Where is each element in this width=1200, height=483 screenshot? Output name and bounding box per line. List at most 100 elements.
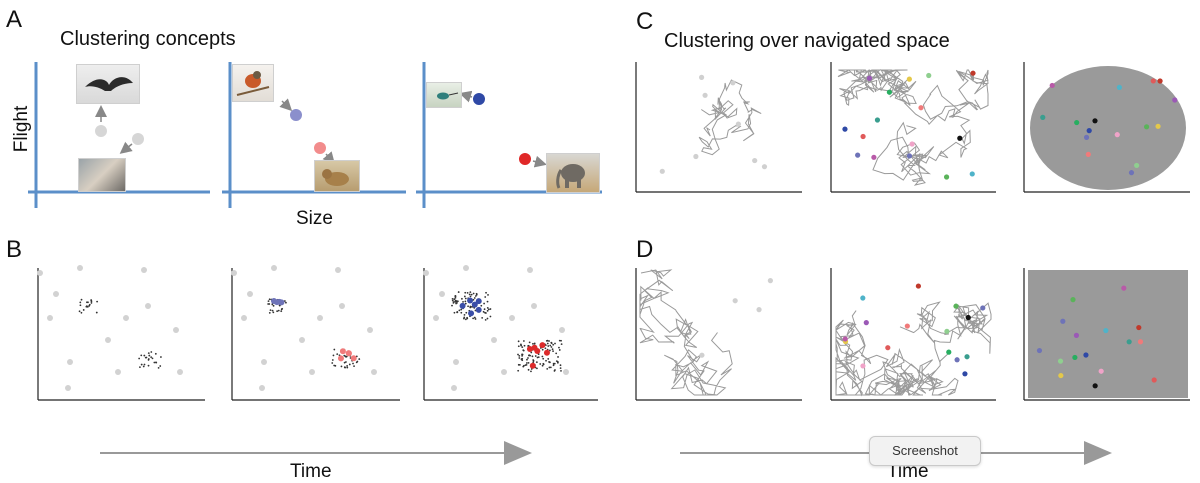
background-dot [261,359,267,365]
sample-dot [560,339,562,342]
background-dot [77,265,83,271]
sample-dot [139,366,141,369]
concept-dot [1116,84,1122,91]
sample-dot [159,365,162,367]
concept-dot [1098,368,1104,374]
concept-dot [1143,124,1150,130]
sample-dot [547,345,550,347]
sample-dot [331,362,334,364]
sample-dot [451,297,454,300]
sample-dot [458,309,461,312]
background-dot [173,327,179,333]
concept-dot [906,76,912,82]
sample-dot [455,300,458,303]
concept-dot [953,303,959,309]
sample-dot [487,294,489,296]
concept-dot [1155,123,1161,129]
sample-dot [331,359,334,361]
sample-dot [532,359,535,362]
sample-dot [272,304,275,307]
background-dot [247,291,253,297]
sample-dot [480,304,483,307]
sample-dot [532,361,535,364]
sample-dot [521,354,523,357]
sample-dot [268,311,271,314]
sample-dot [78,310,81,313]
sample-dot [489,315,492,318]
sample-dot [520,343,522,346]
navigation-path [698,79,762,156]
concept-dot [855,152,861,158]
sample-dot [481,316,484,319]
concept-dot [1083,352,1089,358]
concept-dot [1058,372,1064,379]
sample-dot [517,340,520,343]
concept-dot [957,135,963,141]
sample-dot [95,311,98,314]
background-dot [53,291,59,297]
concept-dot [1134,162,1140,169]
sample-dot [85,305,88,308]
concept-dot [1086,128,1092,134]
lion-cub-image [314,160,360,192]
sample-dot [558,346,560,349]
sample-dot [150,351,153,353]
eagle-image [76,64,140,104]
sample-dot [464,300,467,303]
sample-dot [554,369,556,371]
sample-dot [332,354,335,357]
concept-dot [918,105,924,111]
concept-dot [1060,318,1066,324]
concept-dot [1103,327,1109,334]
sample-dot [559,364,562,367]
sample-dot [483,308,486,311]
concept-dot [1092,383,1098,389]
concept-dot [980,305,986,311]
sample-dot [546,339,549,342]
sample-dot [143,363,146,366]
sample-dot [486,309,489,312]
sample-dot [539,363,542,365]
sample-dot [555,360,558,363]
sample-dot [550,342,553,345]
sample-dot [333,348,336,351]
sample-dot [542,362,545,365]
sample-dot [460,308,463,311]
concept-dot [906,153,913,159]
background-dot [105,337,111,343]
sample-dot [517,353,519,356]
sample-dot [463,295,466,298]
background-dot [317,315,323,321]
sample-dot [346,366,349,369]
sample-dot [531,355,534,358]
sample-dot [484,296,487,298]
concept-dot [735,121,741,127]
sample-dot [518,363,521,366]
sample-dot [560,369,562,372]
screenshot-tooltip[interactable]: Screenshot [869,436,981,466]
background-dot [453,359,459,365]
sample-dot [521,359,524,362]
sample-dot [142,365,145,368]
sample-dot [530,370,532,373]
sample-dot [483,302,486,305]
background-dot [451,385,457,391]
sample-dot [148,354,151,357]
background-dot [47,315,53,321]
sample-dot [556,361,559,364]
sample-dot [517,345,520,348]
sample-dot [147,352,150,355]
sample-dot [271,309,274,312]
sample-dot [549,361,551,364]
sample-dot [153,361,156,364]
panel-letter-d: D [636,236,654,263]
sample-dot [470,306,473,308]
concept-dot [1157,78,1163,84]
concept-dot [944,328,950,334]
concept-dot [842,336,848,342]
background-dot [299,337,305,343]
sample-dot [537,356,540,358]
sample-dot [147,358,150,360]
cluster-dot [543,349,550,356]
sample-dot [271,303,274,306]
